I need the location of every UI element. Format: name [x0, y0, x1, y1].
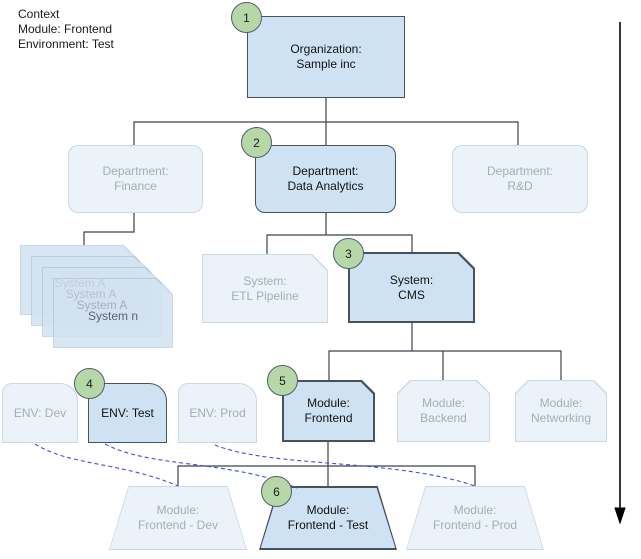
node-analytics-name: Data Analytics — [287, 179, 364, 193]
system-stack-label-n: System n — [87, 309, 138, 323]
node-organization-name: Sample inc — [296, 57, 356, 71]
node-module-backend: Module: Backend — [397, 380, 490, 442]
step-circle-2: 2 — [241, 127, 272, 158]
step-3-number: 3 — [345, 246, 352, 261]
node-finance-name: Finance — [114, 179, 157, 193]
step-circle-5: 5 — [267, 365, 298, 396]
system-stack-label-3: System A — [76, 298, 128, 312]
env-dev-label: ENV: Dev — [13, 405, 67, 420]
env-test-label: ENV: Test — [101, 405, 154, 420]
node-module-frontend: Module: Frontend — [282, 380, 375, 442]
connector-frontend-to-deployments — [177, 442, 476, 487]
node-department-finance: Department: Finance — [68, 145, 203, 213]
connector-finance-to-systems — [83, 213, 135, 245]
step-5-number: 5 — [279, 373, 286, 388]
env-prod-label: ENV: Prod — [189, 405, 246, 420]
node-env-dev: ENV: Dev — [2, 383, 78, 443]
step-circle-4: 4 — [74, 368, 105, 399]
node-organization: Organization: Sample inc — [247, 16, 405, 98]
system-stack-label-1: System A — [54, 276, 106, 290]
node-system-stack-card-2: System A — [31, 256, 151, 326]
dashed-link-env-dev — [34, 443, 179, 487]
node-cms-type: System: — [389, 272, 434, 287]
module-frontend-name: Frontend — [304, 411, 353, 425]
node-department-rnd: Department: R&D — [452, 145, 588, 213]
deploy-test-type: Module: — [306, 503, 350, 517]
context-environment: Environment: Test — [18, 37, 114, 51]
node-cms-name: CMS — [398, 287, 425, 302]
connector-org-to-departments — [133, 98, 519, 145]
step-circle-3: 3 — [333, 238, 364, 269]
connector-cms-to-modules — [328, 323, 562, 380]
step-circle-6: 6 — [261, 476, 292, 507]
node-organization-type: Organization: — [290, 42, 362, 56]
flow-direction-arrow — [614, 22, 626, 525]
node-etl-type: System: — [243, 273, 287, 288]
node-system-stack-card-n: System n — [53, 278, 173, 348]
node-module-networking: Module: Networking — [515, 380, 607, 442]
node-system-cms: System: CMS — [348, 252, 475, 323]
step-6-number: 6 — [273, 484, 280, 499]
node-deploy-frontend-prod: Module: Frontend - Prod — [406, 486, 544, 550]
node-system-stack-card-3: System A — [42, 267, 162, 337]
context-module: Module: Frontend — [18, 22, 113, 36]
context-title: Context — [18, 7, 60, 21]
dashed-link-env-prod — [214, 444, 476, 487]
node-finance-type: Department: — [102, 164, 169, 178]
step-4-number: 4 — [86, 376, 93, 391]
step-1-number: 1 — [243, 10, 250, 25]
node-system-stack-card-1: System A — [20, 245, 140, 315]
deploy-test-name: Frontend - Test — [287, 518, 369, 532]
node-env-prod: ENV: Prod — [178, 383, 257, 443]
module-networking-name: Networking — [530, 411, 592, 425]
step-circle-1: 1 — [231, 2, 262, 33]
deploy-dev-type: Module: — [156, 503, 200, 517]
deploy-prod-type: Module: — [453, 503, 497, 517]
node-rnd-type: Department: — [486, 164, 554, 178]
node-system-etl-pipeline: System: ETL Pipeline — [202, 254, 328, 323]
deploy-dev-name: Frontend - Dev — [137, 518, 219, 532]
node-deploy-frontend-dev: Module: Frontend - Dev — [109, 486, 247, 550]
module-backend-name: Backend — [420, 411, 467, 425]
step-2-number: 2 — [253, 135, 260, 150]
deploy-prod-name: Frontend - Prod — [432, 518, 518, 532]
node-deploy-frontend-test: Module: Frontend - Test — [259, 486, 397, 550]
node-analytics-type: Department: — [292, 164, 359, 178]
module-networking-type: Module: — [539, 396, 583, 410]
module-backend-type: Module: — [422, 396, 465, 410]
module-frontend-type: Module: — [307, 396, 350, 410]
node-department-data-analytics: Department: Data Analytics — [255, 145, 396, 213]
context-note: Context Module: Frontend Environment: Te… — [18, 7, 114, 52]
system-stack-label-2: System A — [65, 287, 117, 301]
node-rnd-name: R&D — [507, 179, 533, 193]
node-etl-name: ETL Pipeline — [231, 288, 299, 303]
